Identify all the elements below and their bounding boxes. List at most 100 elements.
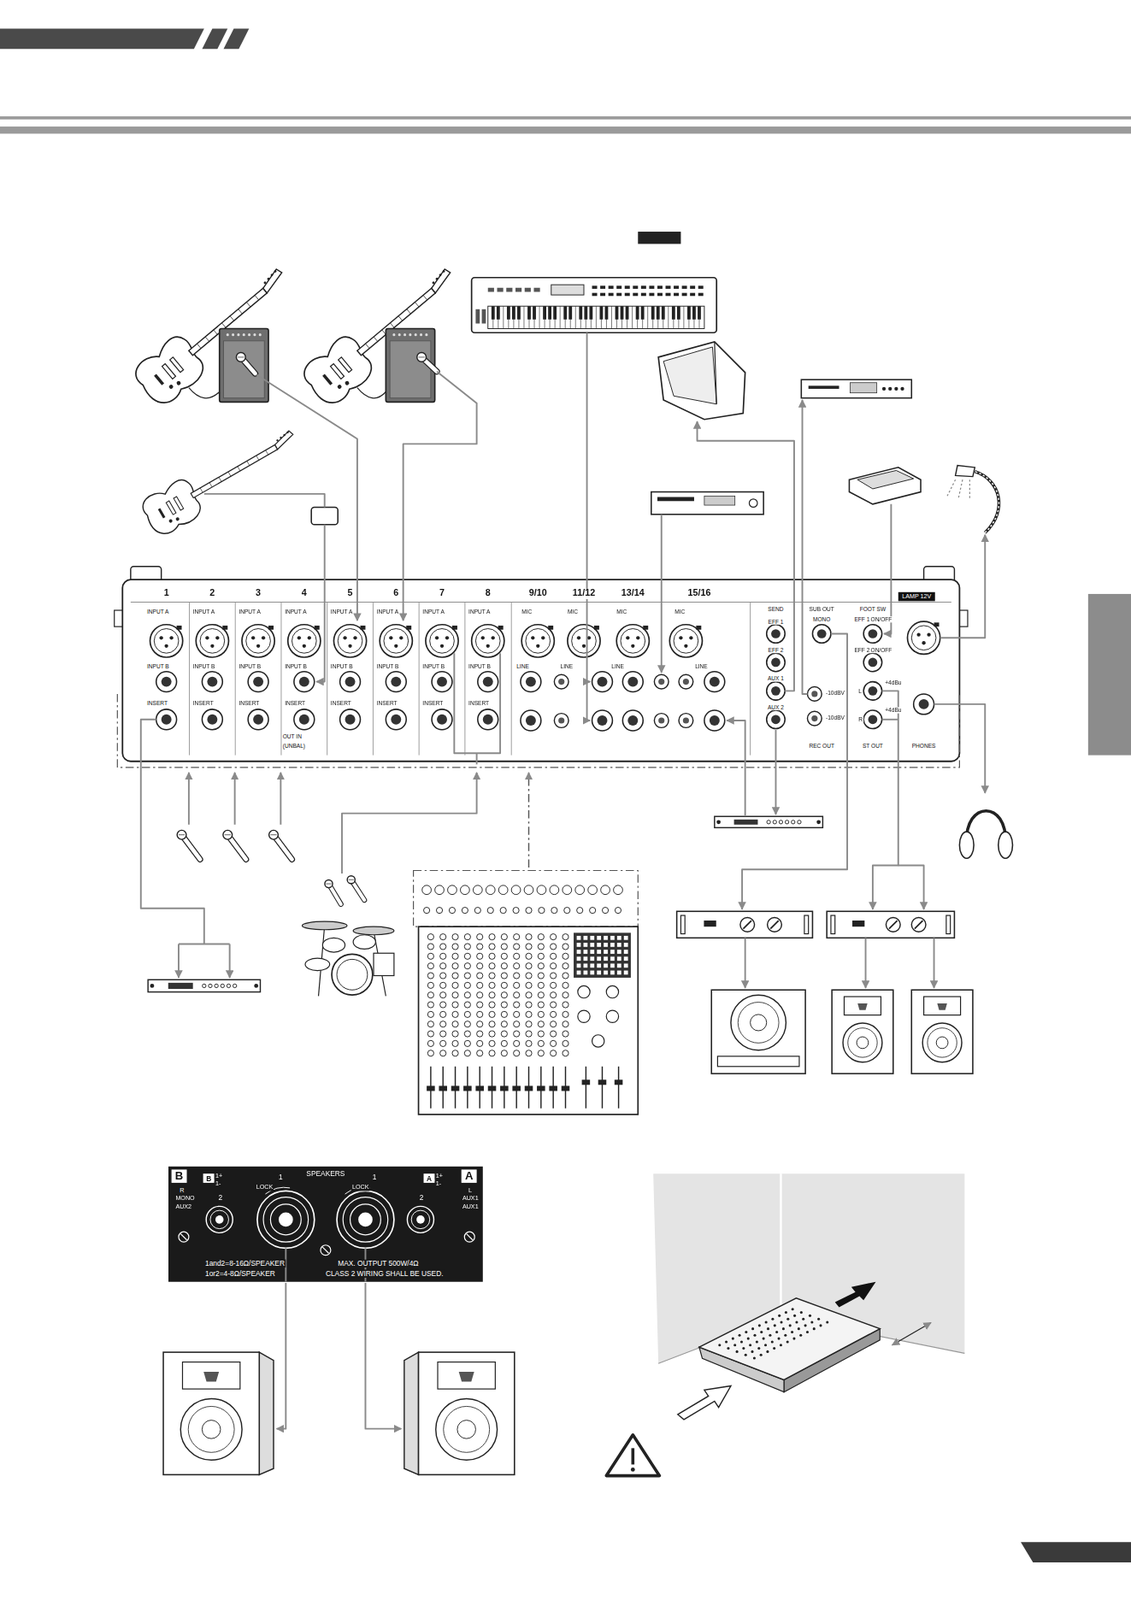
amp-grille xyxy=(389,341,431,399)
cable xyxy=(141,719,205,945)
tom xyxy=(322,937,345,953)
mixer-knob xyxy=(783,1334,787,1338)
amp-switch xyxy=(852,920,865,927)
jack-ring xyxy=(431,709,453,731)
jack-hole xyxy=(253,677,264,688)
channel-knob xyxy=(513,934,520,941)
panel-label: INSERT xyxy=(237,700,260,707)
bridge xyxy=(153,373,165,385)
meter-led xyxy=(596,963,601,968)
channel-knob xyxy=(513,943,520,950)
jack-hole xyxy=(390,677,401,688)
tuner xyxy=(263,281,267,285)
jack-ring xyxy=(913,694,935,715)
channel-divider xyxy=(464,601,466,755)
channel-knob xyxy=(562,963,569,970)
panel-rule xyxy=(130,601,952,603)
rca-jack xyxy=(678,674,694,690)
rack-unit xyxy=(714,816,824,828)
mixer-rear-panel xyxy=(114,566,968,762)
channel-knob xyxy=(477,972,484,979)
black-key xyxy=(517,306,521,320)
keyboard-button xyxy=(689,293,696,297)
speaker-panel-label: L xyxy=(467,1187,473,1195)
xlr-inner xyxy=(673,629,699,654)
keyboard-display xyxy=(551,284,584,295)
rack-knob xyxy=(797,820,802,825)
jack-hole xyxy=(436,677,448,688)
phone-jack xyxy=(704,671,725,693)
mic-grid xyxy=(418,356,425,358)
mixer-knob xyxy=(762,1337,766,1341)
channel-knob xyxy=(513,972,520,979)
rack-knob xyxy=(232,983,236,988)
amp-chassis xyxy=(826,911,955,938)
pickup xyxy=(173,496,184,511)
cable xyxy=(726,720,745,816)
channel-knob xyxy=(427,953,434,960)
channel-knob xyxy=(513,953,520,960)
rear-jack xyxy=(614,907,621,914)
woofer-cap xyxy=(457,1420,477,1440)
master-knob xyxy=(577,985,590,998)
mixer-knob xyxy=(757,1347,760,1350)
tuner xyxy=(270,273,274,277)
phone-jack xyxy=(520,710,542,731)
push-arrow xyxy=(835,1282,877,1308)
rack-knob xyxy=(226,983,230,988)
tom xyxy=(353,935,376,950)
mic-head xyxy=(223,830,233,840)
meter-led xyxy=(577,949,582,955)
knob xyxy=(168,518,174,525)
mixer-knob xyxy=(818,1324,822,1327)
xlr-pin xyxy=(261,636,266,640)
black-key xyxy=(656,306,660,320)
mic-head xyxy=(324,879,333,888)
channel-knob xyxy=(562,943,569,950)
speakon-ring xyxy=(342,1197,389,1243)
panel-label: +4dBu xyxy=(883,706,903,713)
rear-connector xyxy=(472,885,483,896)
phone-jack xyxy=(201,709,223,731)
speaker-panel-label: 1- xyxy=(214,1181,223,1189)
xlr-pin xyxy=(210,644,214,648)
channel-divider xyxy=(418,601,420,755)
amp-knob xyxy=(419,333,423,336)
guitar-body xyxy=(138,475,207,540)
meter-led xyxy=(624,942,629,948)
rack-ear xyxy=(150,983,155,989)
rear-connector xyxy=(447,885,458,896)
master-knob xyxy=(577,1010,590,1023)
channel-knob xyxy=(452,972,459,979)
woofer-cap xyxy=(856,1036,869,1049)
channel-knob xyxy=(488,934,495,941)
channel-divider xyxy=(511,601,513,755)
node-text: LAMP 12V xyxy=(901,593,932,600)
mixer-knob xyxy=(733,1343,737,1347)
mixer-rear-strip xyxy=(413,871,639,928)
xlr-rim xyxy=(195,624,229,658)
speakon-rim xyxy=(336,1190,395,1249)
channel-knob xyxy=(562,972,569,979)
panel-label: INPUT A xyxy=(237,608,262,615)
xlr-rim xyxy=(567,624,601,658)
channel-knob xyxy=(500,1011,507,1018)
rear-jack xyxy=(525,907,532,914)
xlr-rim xyxy=(669,624,702,658)
fret xyxy=(414,302,419,307)
white-key xyxy=(595,306,597,329)
black-key xyxy=(692,306,696,320)
panel-label: INPUT A xyxy=(191,608,216,615)
mixer-body xyxy=(418,926,639,1115)
mic-grid xyxy=(348,879,354,881)
channel-knob xyxy=(537,953,544,960)
keyboard-button xyxy=(632,293,638,297)
cable xyxy=(882,718,899,721)
keyboard-button xyxy=(624,293,631,297)
pitch-wheel xyxy=(475,309,480,324)
mixer-knob xyxy=(799,1334,802,1338)
fader-cap xyxy=(463,1085,472,1091)
meter-led xyxy=(583,963,589,968)
speaker-panel-label: AUX1 xyxy=(461,1203,480,1211)
jack-ring xyxy=(206,1206,233,1233)
